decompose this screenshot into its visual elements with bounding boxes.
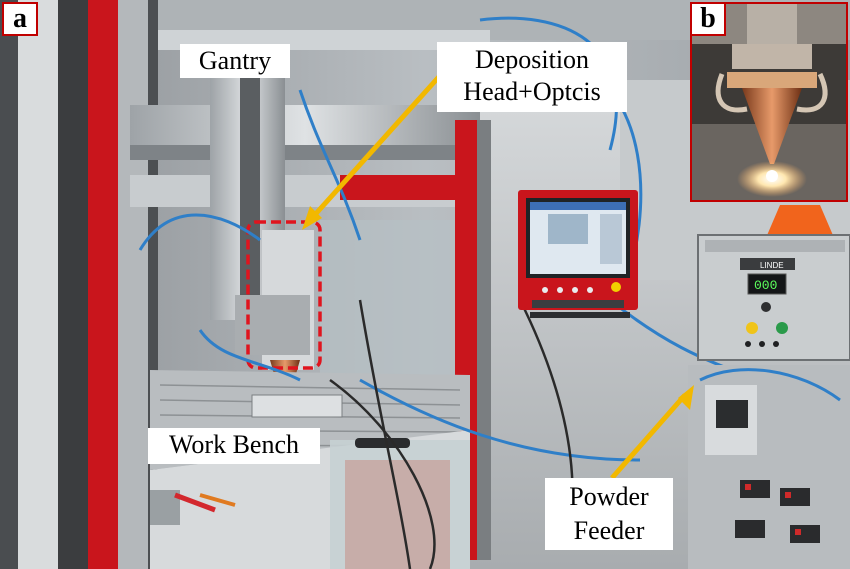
deposition-label-line1: Deposition — [474, 45, 590, 74]
powder-label-line2: Feeder — [573, 516, 645, 545]
deposition-head-label: Deposition Head+Optcis — [437, 42, 627, 112]
panel-label-b: b — [690, 2, 726, 36]
deposition-label-line2: Head+Optcis — [463, 77, 601, 106]
svg-text:LINDE: LINDE — [760, 261, 784, 270]
powder-feeder-label: Powder Feeder — [545, 478, 673, 550]
nozzle-closeup-image — [692, 4, 846, 200]
gantry-label: Gantry — [180, 44, 290, 78]
powder-label-line1: Powder — [569, 482, 649, 511]
inset-nozzle-photo — [690, 2, 848, 202]
feeder-display-text: 000 — [754, 278, 777, 293]
work-bench-label: Work Bench — [148, 428, 320, 464]
panel-label-a: a — [2, 2, 38, 36]
